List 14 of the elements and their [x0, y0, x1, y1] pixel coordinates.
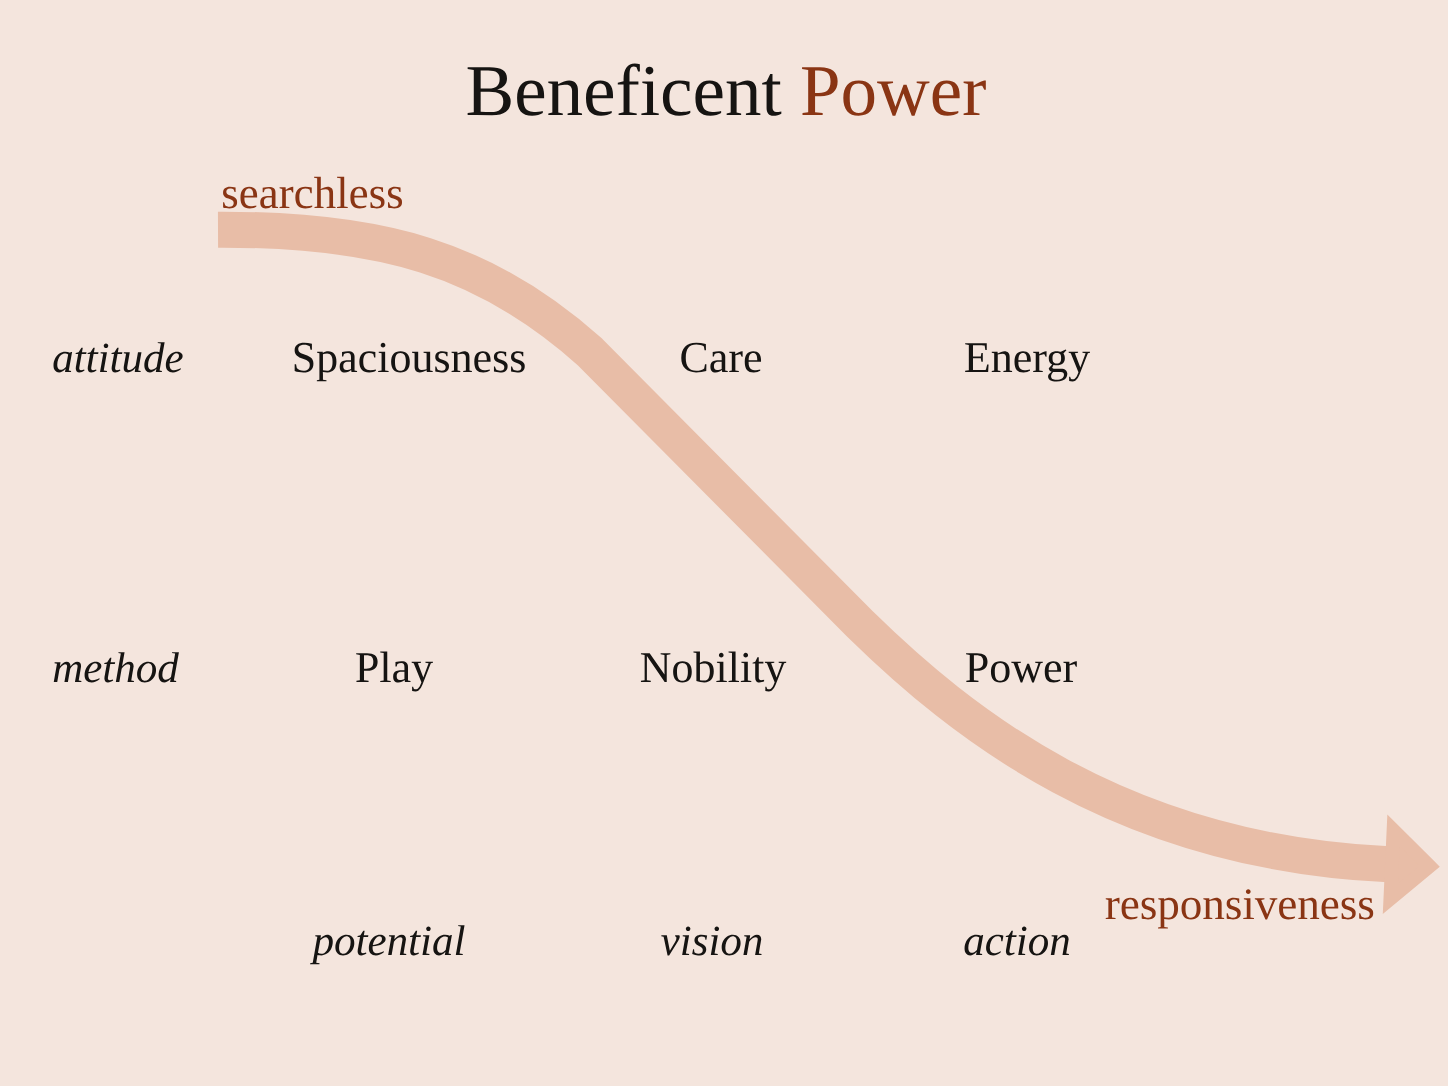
cell-label: Play: [356, 651, 433, 692]
cell-label: Care: [681, 342, 761, 373]
row-label: method: [53, 652, 179, 683]
arrow-start-label: searchless: [223, 176, 402, 209]
column-label: action: [964, 926, 1069, 956]
row-label: attitude: [53, 342, 183, 373]
cell-label: Spaciousness: [294, 342, 525, 382]
title: Beneficent Power: [467, 63, 986, 116]
arrow-end-label: responsiveness: [1105, 889, 1374, 929]
column-label: vision: [661, 926, 762, 956]
cell-label: Nobility: [640, 651, 787, 692]
cell-label: Power: [966, 653, 1077, 683]
column-label: potential: [310, 925, 465, 965]
cell-label: Energy: [965, 343, 1090, 382]
